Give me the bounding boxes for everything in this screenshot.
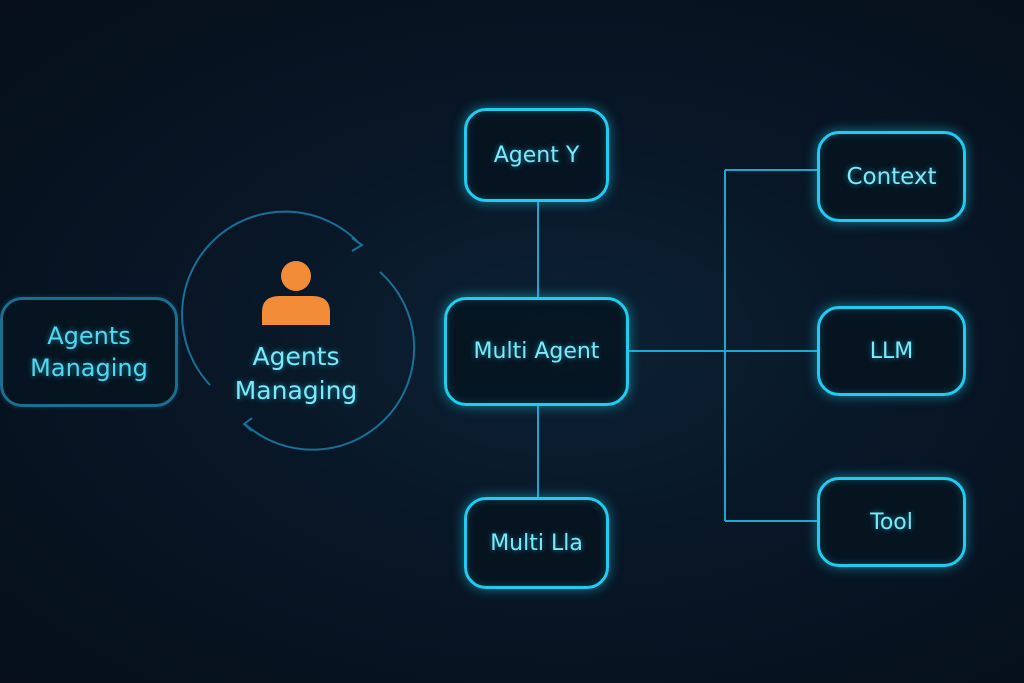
person-icon: [262, 261, 330, 325]
node-tool[interactable]: Tool: [817, 477, 966, 567]
node-llm[interactable]: LLM: [817, 306, 966, 396]
cycle-label: Agents Managing: [234, 342, 358, 405]
arrow-head-icon: [242, 417, 253, 432]
node-multi-lla[interactable]: Multi Lla: [464, 497, 609, 589]
node-agents-managing[interactable]: Agents Managing: [0, 297, 178, 407]
node-context[interactable]: Context: [817, 131, 966, 222]
node-agent-y[interactable]: Agent Y: [464, 108, 609, 202]
cycle-ring: [181, 210, 416, 451]
node-multi-agent[interactable]: Multi Agent: [444, 297, 629, 406]
arrow-head-icon: [351, 237, 364, 252]
